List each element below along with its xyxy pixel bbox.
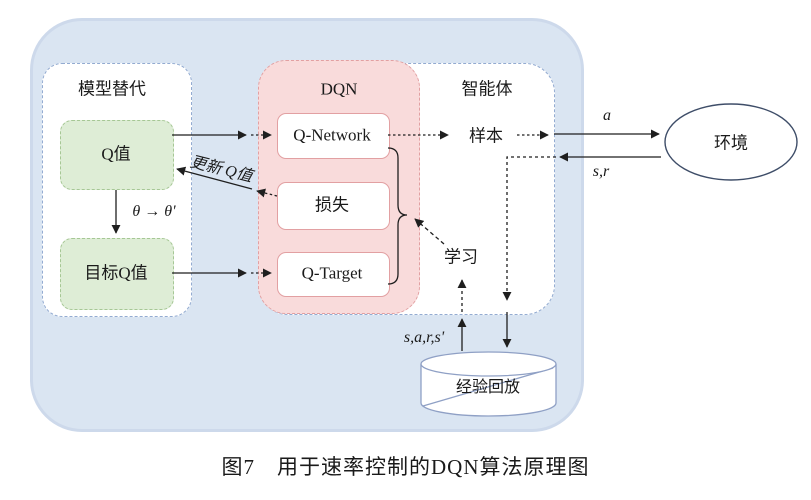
edge-loss-to-qvalue-solid: [176, 166, 253, 190]
brace-qnetwork-qtarget: [387, 147, 408, 285]
sample-label: 样本: [469, 126, 503, 146]
target-q-value-node: [60, 238, 174, 310]
experience-replay-label: 经验回放: [455, 379, 521, 396]
edge-loss-to-qvalue-dashed: [256, 188, 278, 198]
environment-ellipse: [664, 103, 798, 181]
action-edge-label: a: [603, 107, 611, 124]
loss-label: 损失: [315, 195, 349, 215]
loss-node: [277, 182, 390, 230]
target-q-value-label: 目标Q值: [84, 263, 148, 283]
theta-update-edge-label: θ → θ': [132, 203, 176, 220]
q-network-label: Q-Network: [293, 125, 371, 145]
learn-label: 学习: [444, 247, 478, 267]
q-network-node: [277, 113, 390, 159]
cylinder-top: [420, 351, 557, 377]
q-value-node: [60, 120, 174, 190]
edge-learn-to-brace: [414, 218, 445, 245]
figure-caption: 图7 用于速率控制的DQN算法原理图: [221, 455, 590, 479]
cylinder-diagonal-line: [422, 367, 554, 407]
transition-edge-label: s,a,r,s': [403, 329, 445, 346]
q-target-label: Q-Target: [301, 263, 363, 283]
edge-state-reward-elbow-dashed: [502, 156, 556, 301]
environment-label: 环境: [714, 133, 748, 153]
model-substitution-title: 模型替代: [78, 79, 146, 99]
experience-replay-cylinder: [420, 351, 557, 417]
state-reward-edge-label: s,r: [592, 163, 610, 180]
agent-title: 智能体: [461, 79, 513, 99]
dqn-title: DQN: [320, 79, 358, 99]
q-value-label: Q值: [101, 144, 131, 164]
q-target-node: [277, 252, 390, 297]
